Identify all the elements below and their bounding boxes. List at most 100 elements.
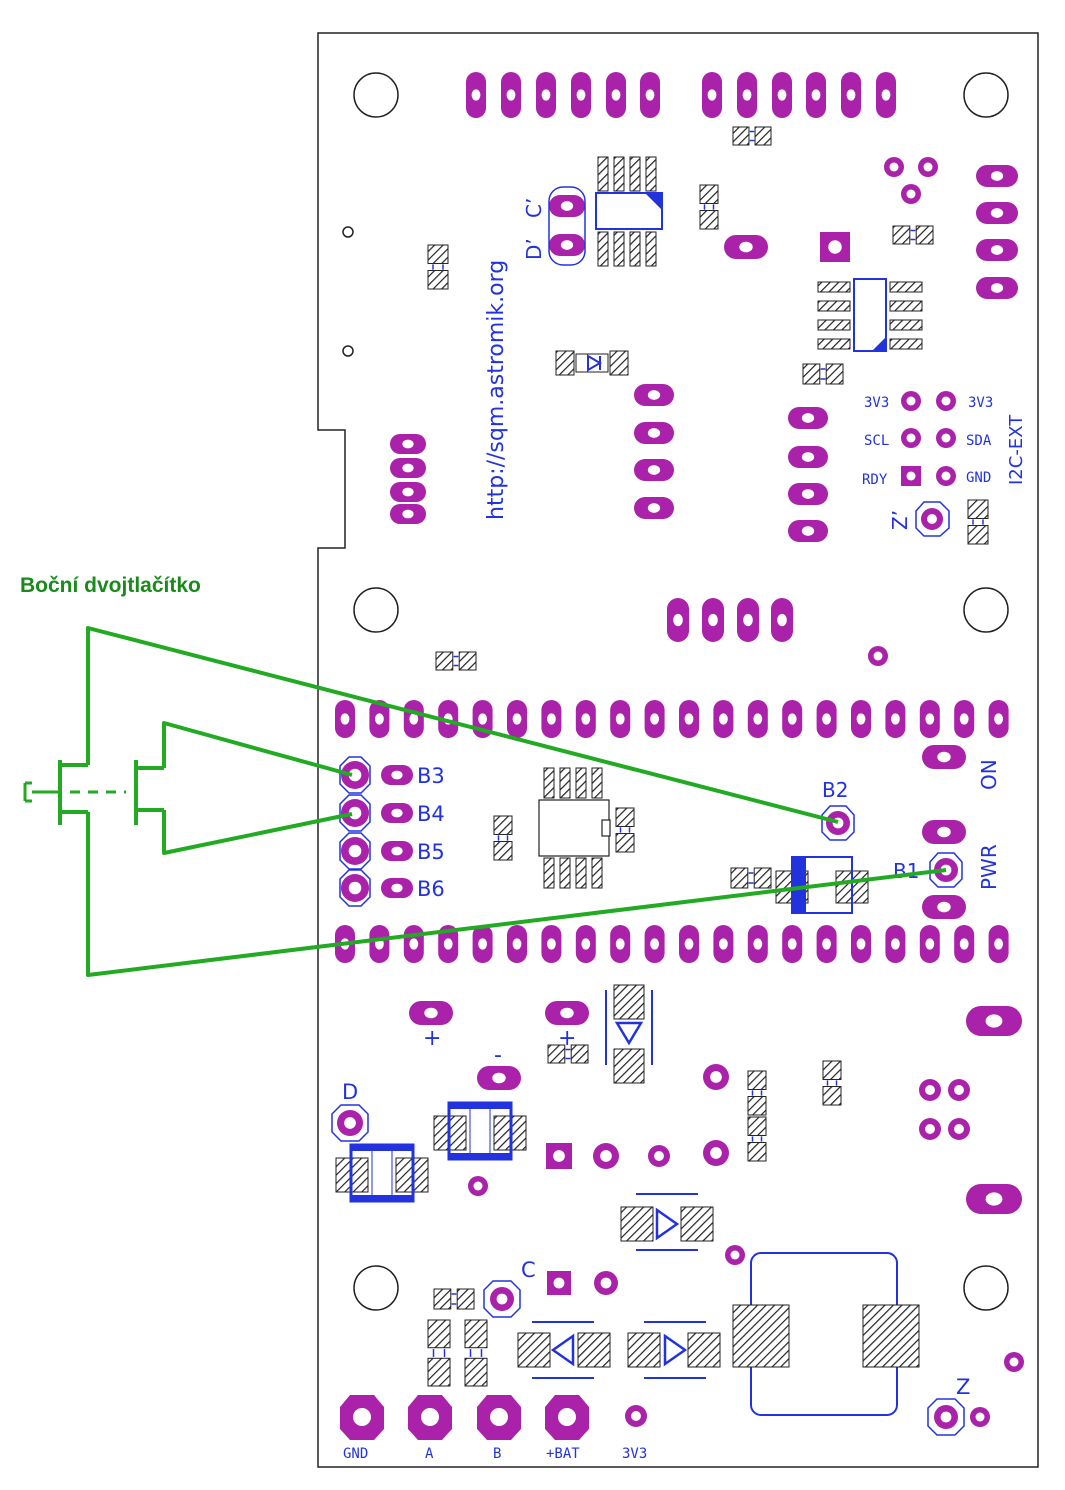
smd-10-a — [730, 867, 749, 889]
header-label-c: C’ — [522, 198, 546, 218]
ic-top-pin-down-3 — [645, 231, 657, 267]
col-far-right-3-hole — [990, 283, 1004, 293]
smd-6-b — [967, 525, 989, 545]
smd-6-a — [967, 499, 989, 519]
col-left-0-hole — [402, 439, 414, 449]
bottom-pad-hole-1 — [421, 1408, 439, 1426]
ic-right-pin-l-2 — [817, 319, 851, 331]
col-right-0-hole — [801, 413, 815, 423]
smd-7-b — [458, 651, 477, 671]
module-bottom-pin-12-hole — [753, 938, 763, 950]
button-pad-oval-3-hole — [391, 883, 403, 893]
d-outline — [331, 1104, 369, 1142]
col-mid-1-hole — [647, 428, 661, 438]
b3-label: B3 — [417, 764, 445, 788]
button-pad-outline-2 — [339, 832, 371, 870]
module-bottom-pin-3-hole — [443, 938, 453, 950]
module-top-pin-19-hole — [994, 713, 1003, 725]
ic-center-pin-up-3 — [591, 767, 603, 799]
header-pad-9-hole — [811, 89, 821, 101]
button-pad-oval-0-hole — [391, 770, 403, 780]
i2c-left-pad-0-hole — [906, 396, 916, 406]
ic-right-pin-r-1 — [889, 300, 923, 312]
tri-pad-1-hole — [889, 162, 899, 172]
header-pad-10-hole — [846, 89, 856, 101]
ic-right — [817, 278, 923, 352]
module-bottom-pin-9-hole — [650, 938, 659, 950]
pad-r4-hole — [654, 1151, 664, 1161]
smd-11-a — [547, 1044, 566, 1064]
col-mid-3-hole — [647, 503, 661, 513]
header-pad-7-hole — [742, 89, 752, 101]
module-bottom-pin-8-hole — [615, 938, 625, 950]
module-bottom-pin-17-hole — [925, 938, 935, 950]
pad-label-gnd: GND — [343, 1446, 368, 1462]
smd-1-b — [754, 126, 772, 146]
module-bottom-pin-15-hole — [856, 938, 866, 950]
smd-13-b — [747, 1096, 767, 1116]
smd-13-a — [747, 1070, 767, 1090]
bottom-pad-hole-0 — [353, 1408, 371, 1426]
b2-label: B2 — [822, 778, 848, 802]
smd-16-a — [427, 1319, 451, 1349]
big-oval-2-hole — [985, 1192, 1003, 1206]
smd-17-b — [464, 1357, 488, 1387]
module-top-pin-7-hole — [581, 713, 591, 725]
i2c-title: I2C-EXT — [1006, 414, 1027, 485]
tri-pad-2-hole — [923, 162, 933, 172]
pad-r6-hole — [600, 1277, 612, 1289]
button-wiring — [23, 626, 947, 977]
square-pad-top-hole — [828, 240, 842, 254]
minus-label: - — [494, 1043, 502, 1068]
mounting-holes — [342, 72, 1009, 1311]
round-pad-mid-hole — [873, 651, 883, 661]
quad-pad-3-hole — [925, 1124, 935, 1134]
wire-b2 — [86, 626, 839, 824]
board-outline — [317, 32, 1039, 1468]
i2c-pads — [901, 391, 956, 486]
module-top-pin-13-hole — [787, 713, 797, 725]
ic-top-pin-down-0 — [597, 231, 609, 267]
ic-right-pin-l-1 — [817, 300, 851, 312]
z-prime-pad-hole — [927, 514, 937, 524]
ic-center-pin-up-1 — [559, 767, 571, 799]
top-header-pads — [466, 72, 896, 118]
header-pad-1-hole — [506, 89, 516, 101]
smd-12-b — [822, 1086, 842, 1106]
mid-row-1-hole — [708, 613, 718, 627]
header-pad-0-hole — [471, 89, 481, 101]
pad-label-b: B — [493, 1446, 501, 1462]
header-d-pad-hole — [560, 240, 574, 250]
i2c-left-pad-1-hole — [906, 433, 916, 443]
wire-b4 — [162, 810, 353, 855]
module-top-pin-6-hole — [547, 713, 556, 725]
smd-5-a — [802, 363, 821, 385]
button-pad-ring-1-hole — [348, 806, 362, 820]
header-pad-6-hole — [707, 89, 717, 101]
pad-label-bat: +BAT — [546, 1446, 580, 1462]
module-bottom-pin-5-hole — [512, 938, 522, 950]
top-oval-single-hole — [739, 241, 753, 253]
z-prime-outline — [915, 501, 950, 537]
header-pad-5-hole — [645, 89, 655, 101]
module-bottom-pin-16-hole — [891, 938, 900, 950]
smd-9-a — [615, 807, 635, 827]
module-top-pin-12-hole — [753, 713, 763, 725]
ic-right-pin-r-3 — [889, 338, 923, 350]
header-c-pad-hole — [560, 201, 574, 211]
b6-label: B6 — [417, 877, 445, 901]
i2c-left-1: SCL — [864, 433, 889, 449]
ic-right-pin-l-0 — [817, 281, 851, 293]
bottom-pad-3v3-hole — [631, 1411, 641, 1421]
misc-pads — [331, 157, 1024, 1440]
smd-4-a — [892, 225, 911, 245]
b1-outline — [929, 852, 963, 888]
d-label: D — [342, 1080, 358, 1104]
ic-top-pin-up-1 — [613, 156, 625, 192]
pad-label-3v3: 3V3 — [622, 1446, 647, 1462]
ic-center-pin-down-3 — [591, 857, 603, 889]
ic-top-pin-down-1 — [613, 231, 625, 267]
module-top-pin-4-hole — [478, 713, 487, 725]
col-right-1-hole — [801, 452, 815, 462]
on-pad-hole — [937, 751, 951, 763]
